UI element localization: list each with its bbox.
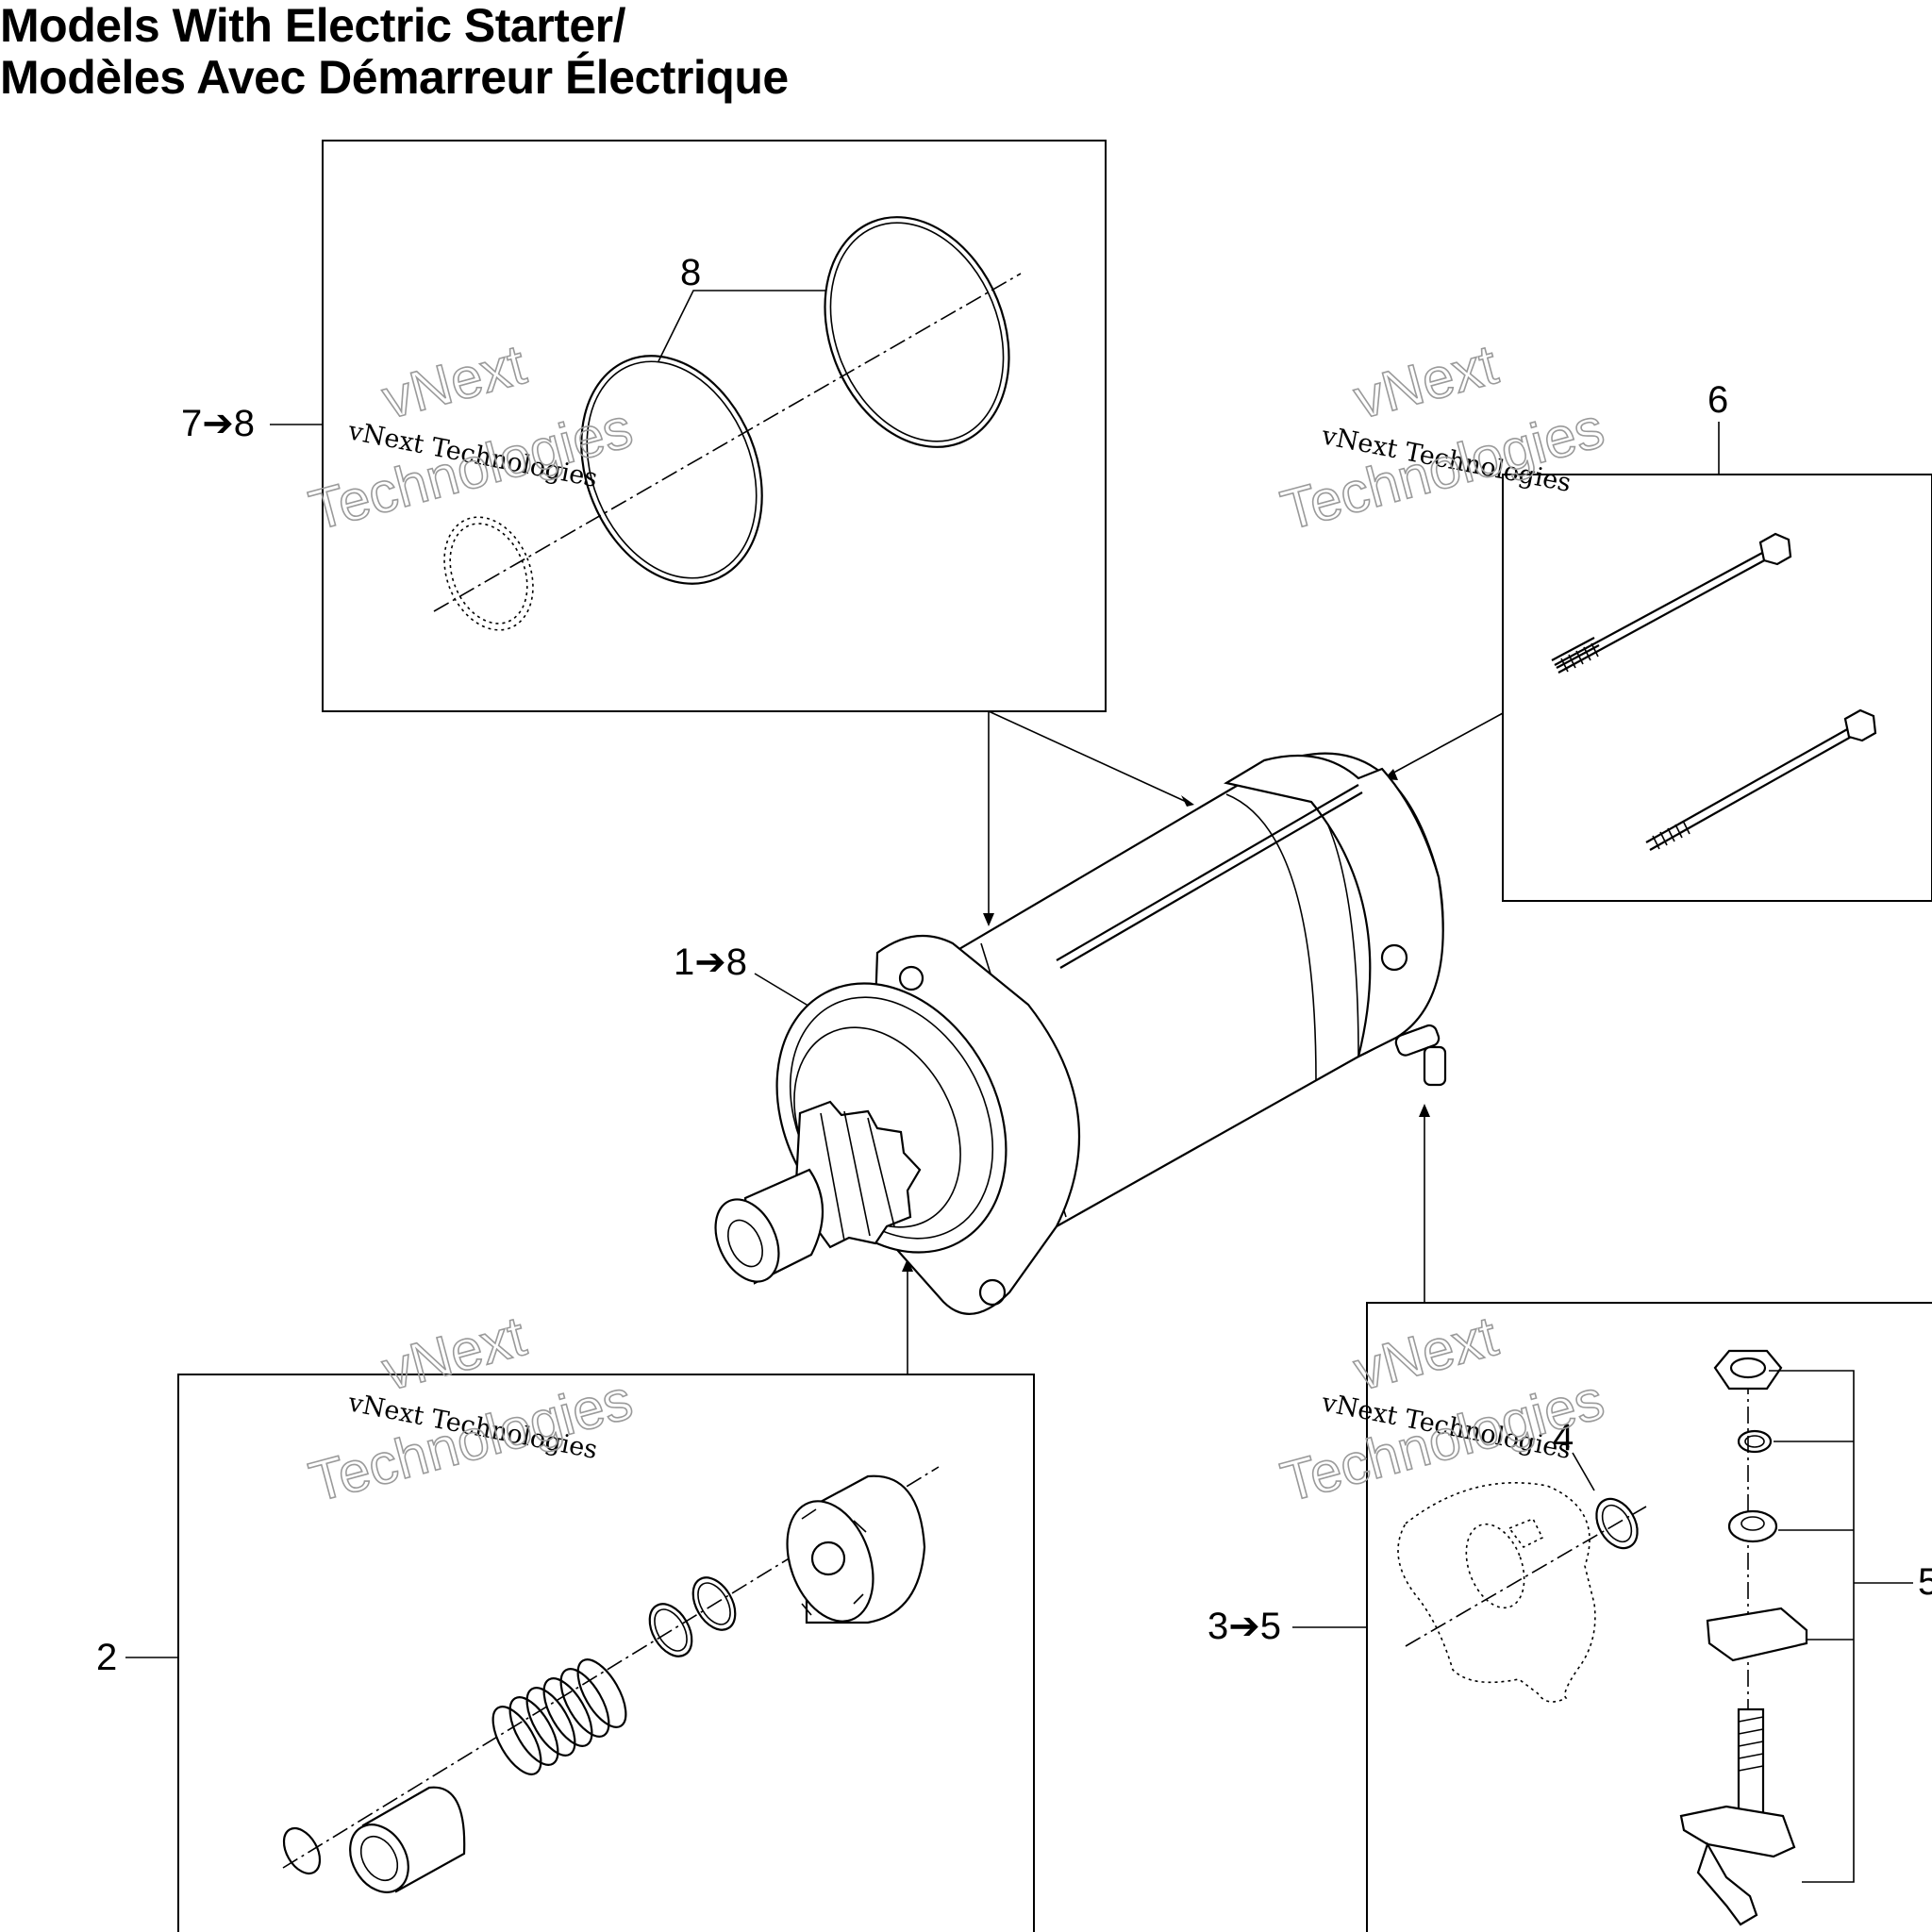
svg-text:vNext: vNext — [1347, 332, 1504, 430]
callout-2: 2 — [96, 1637, 117, 1678]
callout-7-to-8: 7➔8 — [181, 403, 255, 444]
inset-box-o-rings — [322, 140, 1107, 712]
callout-3-to-5: 3➔5 — [1208, 1606, 1281, 1647]
mounting-hardware-parts-3-5 — [1397, 1349, 1855, 1926]
title-line-english: Models With Electric Starter/ — [0, 0, 626, 52]
inset-box-mounting-hardware — [1366, 1302, 1932, 1932]
watermark-top-left-outline: vNext Technologies — [303, 332, 640, 543]
watermark-top-right-outline: vNext Technologies — [1274, 332, 1611, 543]
callout-5: 5 — [1918, 1561, 1932, 1603]
watermark-bottom-right-outline: vNext Technologies — [1274, 1304, 1611, 1515]
through-bolts-part-6 — [1551, 532, 1877, 851]
svg-text:vNext: vNext — [375, 1304, 532, 1402]
callout-1-to-8: 1➔8 — [674, 941, 747, 983]
watermark-bottom-left-outline: vNext Technologies — [303, 1304, 640, 1515]
o-rings-part-8 — [433, 216, 1022, 631]
svg-text:vNext: vNext — [375, 332, 532, 430]
svg-text:vNext: vNext — [1347, 1304, 1504, 1402]
callout-4: 4 — [1553, 1417, 1574, 1458]
electric-starter-motor-part-1 — [714, 752, 1447, 1315]
title-line-french: Modèles Avec Démarreur Électrique — [0, 51, 789, 104]
starter-drive-part-2 — [282, 1466, 940, 1893]
callout-8: 8 — [680, 252, 701, 293]
diagram-title: Models With Electric Starter/ Modèles Av… — [0, 0, 943, 104]
svg-text:Technologies: Technologies — [1274, 395, 1610, 541]
inset-box-through-bolts — [1502, 474, 1932, 902]
callout-6: 6 — [1707, 379, 1728, 421]
spring-coils — [491, 1658, 627, 1775]
